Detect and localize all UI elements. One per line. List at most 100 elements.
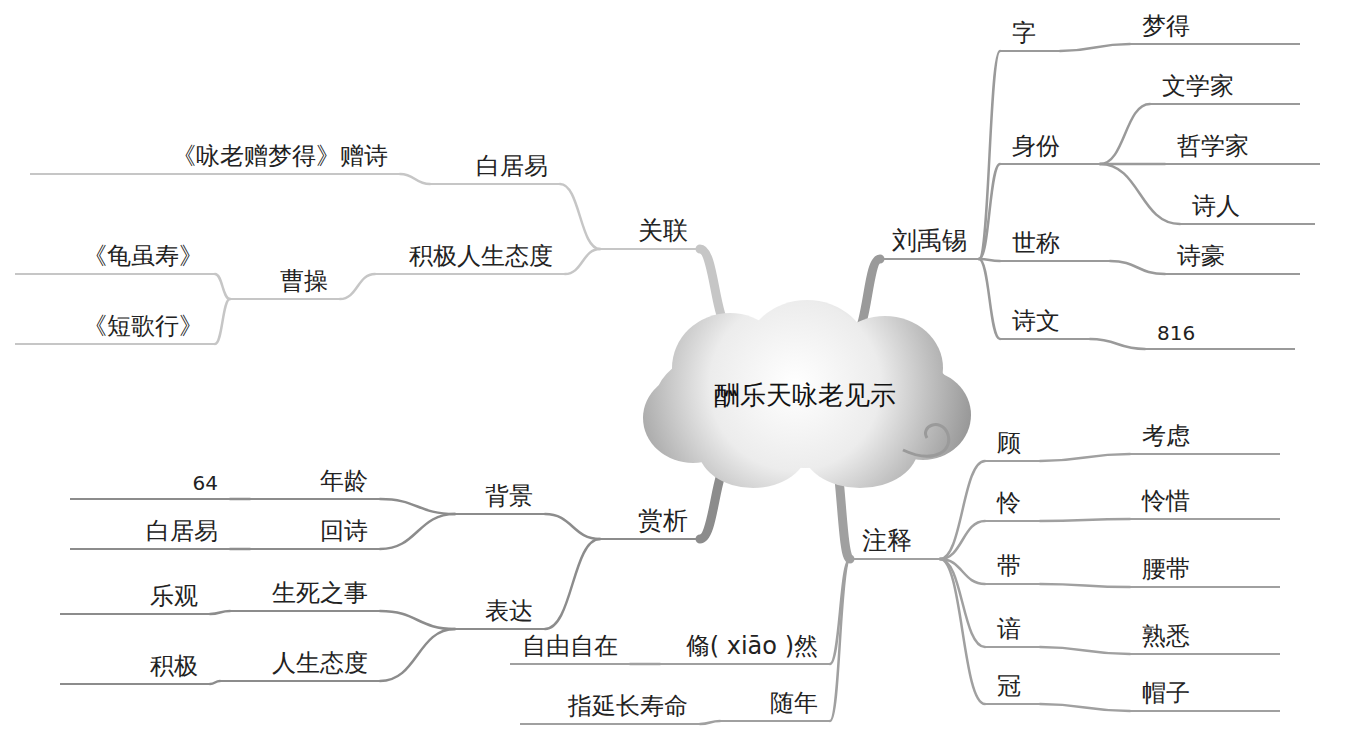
topic-text: 身份 — [1012, 131, 1088, 161]
topic-text: 生死之事 — [242, 578, 368, 608]
branch-topic: 帽子 — [1130, 678, 1280, 712]
branch-line — [230, 498, 250, 501]
topic-text: 《短歌行》 — [27, 311, 203, 341]
central-cloud: 酬乐天咏老见示 — [635, 300, 975, 490]
branch-topic: 文学家 — [1150, 71, 1300, 105]
topic-text: 注释 — [862, 525, 928, 556]
branch-line — [380, 514, 455, 549]
branch-topic: 随年 — [720, 688, 830, 722]
branch-topic: 考虑 — [1130, 421, 1280, 455]
topic-text: 翛( xiāo )然 — [672, 631, 818, 661]
topic-text: 哲学家 — [1177, 131, 1308, 161]
topic-text: 文学家 — [1162, 71, 1288, 101]
branch-topic: 怜惜 — [1130, 486, 1280, 520]
branch-topic: 人生态度 — [220, 648, 380, 682]
topic-text: 顾 — [997, 428, 1028, 458]
branch-line — [1040, 584, 1130, 587]
topic-text: 刘禹锡 — [892, 225, 967, 256]
topic-text: 梦得 — [1142, 11, 1288, 41]
branch-line — [940, 461, 985, 559]
branch-line — [380, 629, 455, 681]
branch-line — [210, 681, 220, 684]
central-title: 酬乐天咏老见示 — [635, 300, 975, 490]
branch-line — [979, 164, 1000, 259]
branch-topic: 《龟虽寿》 — [15, 241, 215, 275]
branch-topic: 字 — [1000, 18, 1060, 52]
branch-topic: 表达 — [455, 596, 545, 630]
topic-text: 曹操 — [242, 266, 328, 296]
branch-line — [630, 663, 660, 666]
branch-line — [1040, 647, 1130, 654]
branch-topic: 注释 — [850, 525, 940, 560]
branch-line — [215, 299, 230, 344]
topic-text: 乐观 — [72, 581, 198, 611]
branch-line — [940, 559, 985, 704]
branch-line — [1060, 44, 1130, 51]
branch-topic: 《短歌行》 — [15, 311, 215, 345]
branch-line — [1100, 164, 1180, 224]
branch-topic: 谙 — [985, 614, 1040, 648]
topic-text: 积极人生态度 — [387, 241, 553, 271]
branch-topic: 关联 — [600, 215, 700, 250]
branch-line — [1040, 519, 1130, 521]
cloud-swirl — [903, 425, 949, 457]
topic-text: 年龄 — [262, 466, 368, 496]
branch-line — [830, 559, 850, 721]
branch-topic: 诗文 — [1000, 306, 1090, 340]
branch-line — [1040, 704, 1130, 711]
topic-text: 《咏老赠梦得》赠诗 — [42, 141, 388, 171]
branch-line — [1090, 339, 1145, 349]
branch-line — [1110, 261, 1165, 274]
branch-topic: 白居易 — [70, 516, 230, 550]
topic-text: 谙 — [997, 614, 1028, 644]
topic-text: 腰带 — [1142, 554, 1268, 584]
topic-text: 考虑 — [1142, 421, 1268, 451]
branch-topic: 816 — [1145, 321, 1295, 350]
branch-topic: 身份 — [1000, 131, 1100, 165]
branch-topic: 赏析 — [600, 505, 700, 540]
topic-text: 诗文 — [1012, 306, 1078, 336]
topic-text: 带 — [997, 551, 1028, 581]
branch-topic: 带 — [985, 551, 1040, 585]
branch-topic: 积极人生态度 — [375, 241, 565, 275]
branch-line — [565, 249, 600, 274]
branch-line — [940, 521, 985, 559]
branch-line — [230, 548, 250, 551]
branch-topic: 背景 — [455, 481, 545, 515]
topic-text: 帽子 — [1142, 678, 1268, 708]
branch-topic: 曹操 — [230, 266, 340, 300]
branch-topic: 顾 — [985, 428, 1040, 462]
topic-text: 白居易 — [442, 151, 548, 181]
topic-text: 表达 — [467, 596, 533, 626]
branch-topic: 64 — [70, 471, 230, 500]
branch-line — [545, 539, 600, 629]
branch-topic: 诗豪 — [1165, 241, 1300, 275]
topic-text: 随年 — [732, 688, 818, 718]
branch-line — [1040, 454, 1130, 461]
branch-topic: 自由自在 — [510, 631, 630, 665]
branch-topic: 指延长寿命 — [520, 691, 700, 725]
branch-topic: 《咏老赠梦得》赠诗 — [30, 141, 400, 175]
topic-text: 字 — [1012, 18, 1048, 48]
branch-topic: 腰带 — [1130, 554, 1280, 588]
branch-line — [545, 514, 600, 539]
topic-text: 诗人 — [1192, 191, 1303, 221]
branch-line — [340, 274, 375, 299]
branch-line — [215, 274, 230, 299]
topic-text: 赏析 — [612, 505, 688, 536]
branch-topic: 哲学家 — [1165, 131, 1320, 165]
branch-topic: 诗人 — [1180, 191, 1315, 225]
topic-text: 积极 — [72, 651, 198, 681]
branch-line — [210, 611, 230, 614]
topic-text: 指延长寿命 — [532, 691, 688, 721]
topic-text: 世称 — [1012, 228, 1098, 258]
branch-topic: 世称 — [1000, 228, 1110, 262]
topic-text: 816 — [1157, 321, 1283, 346]
branch-line — [560, 184, 600, 249]
topic-text: 背景 — [467, 481, 533, 511]
cloud-puff — [698, 408, 808, 488]
topic-text: 《龟虽寿》 — [27, 241, 203, 271]
branch-topic: 熟悉 — [1130, 621, 1280, 655]
branch-line — [1100, 104, 1150, 164]
branch-topic: 白居易 — [430, 151, 560, 185]
